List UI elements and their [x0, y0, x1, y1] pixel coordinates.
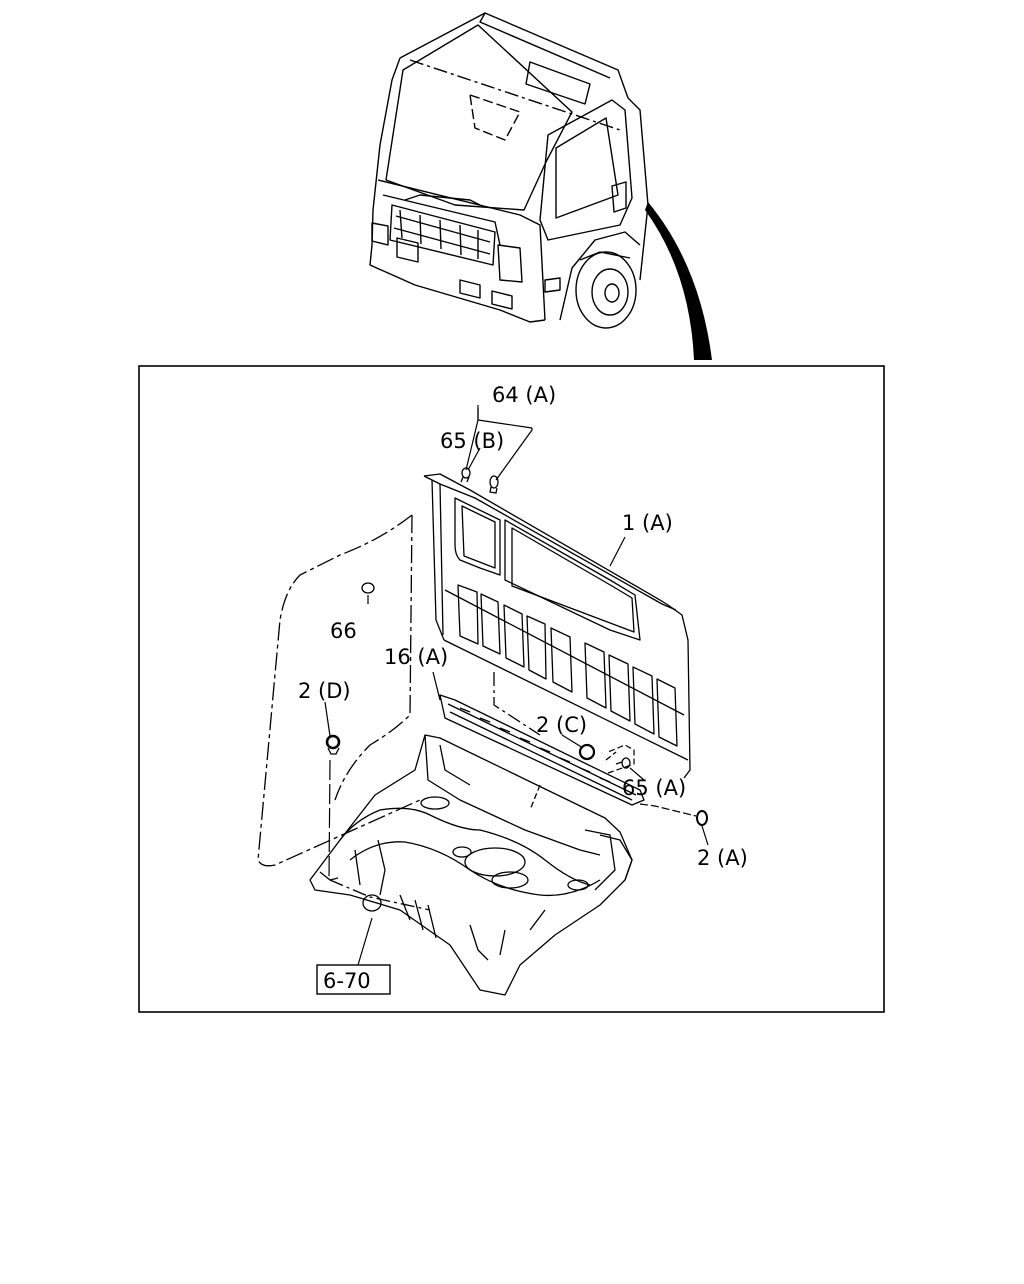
- fasteners: [325, 467, 708, 826]
- label-2a: 2 (A): [697, 846, 748, 870]
- reference-box: [316, 964, 391, 995]
- grommet-2d: [325, 734, 341, 755]
- reference-label: 6-70: [323, 969, 371, 993]
- label-66: 66: [330, 619, 357, 643]
- label-65a: 65 (A): [622, 776, 686, 800]
- label-16a: 16 (A): [384, 645, 448, 669]
- label-65b: 65 (B): [440, 429, 504, 453]
- grommet-2c: [578, 743, 596, 761]
- truck-cab-overview: [369, 12, 649, 329]
- grommet-2a: [696, 810, 708, 826]
- part-labels: 64 (A) 65 (B) 1 (A) 66 16 (A) 2 (D) 2 (C…: [298, 383, 748, 993]
- detail-frame: [138, 365, 885, 1013]
- label-2d: 2 (D): [298, 679, 351, 703]
- callout-wedge: [645, 202, 712, 360]
- leader-lines: [316, 405, 709, 995]
- label-2c: 2 (C): [536, 713, 587, 737]
- bolt-65a: [615, 757, 631, 769]
- bolt-65b: [460, 467, 499, 494]
- label-64a: 64 (A): [492, 383, 556, 407]
- clip-66: [361, 582, 375, 594]
- label-1a: 1 (A): [622, 511, 673, 535]
- back-panel-assembly: [257, 473, 691, 996]
